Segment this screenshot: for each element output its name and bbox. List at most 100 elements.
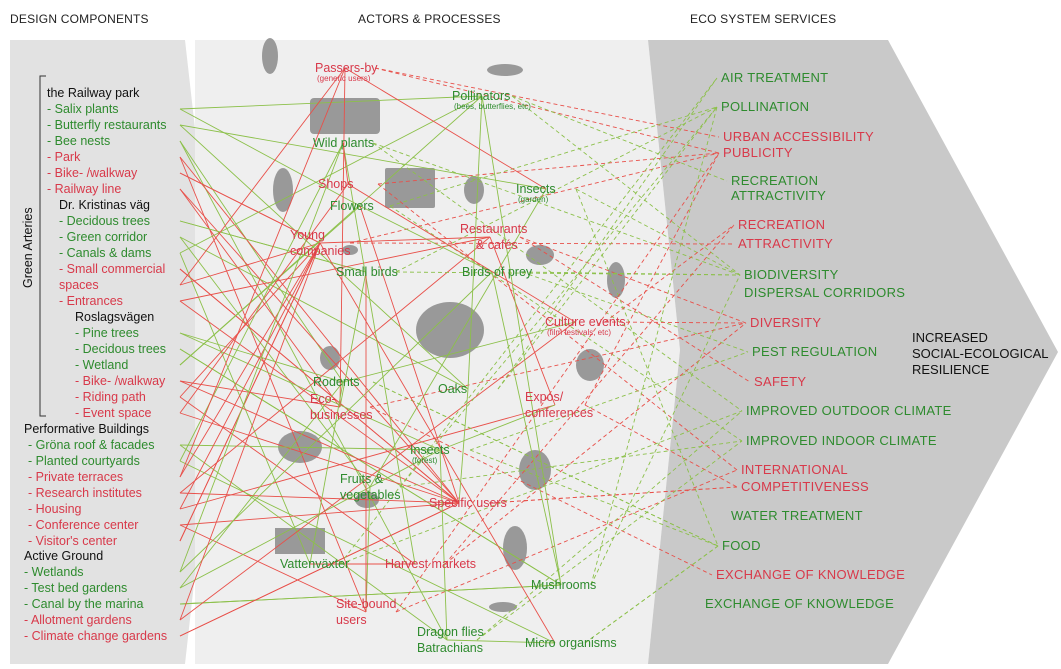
design-item: - Wetland: [75, 358, 129, 372]
design-item: - Visitor's center: [28, 534, 117, 548]
connection-line: [179, 188, 341, 408]
actor-label-insects_f: Insects: [410, 443, 450, 457]
connection-line: [575, 188, 719, 547]
actor-label-vattenvaxter: Vattenväxter: [280, 557, 350, 571]
design-item: - Bike- /walkway: [47, 166, 138, 180]
connection-line: [369, 322, 747, 408]
design-item: - Pine trees: [75, 326, 139, 340]
design-item: - Research institutes: [28, 486, 142, 500]
connection-line: [344, 67, 547, 190]
connection-line: [519, 236, 751, 383]
design-item: - Private terraces: [28, 470, 124, 484]
design-item: - Housing: [28, 502, 82, 516]
connection-line: [584, 404, 738, 488]
actor-label2-young: companies: [290, 244, 351, 258]
connection-line: [374, 67, 720, 154]
connection-line: [489, 236, 556, 406]
wildplants-silhouette: [310, 98, 380, 134]
design-item: - Gröna roof & facades: [28, 438, 155, 452]
connection-line: [179, 242, 321, 478]
connection-line: [179, 381, 344, 589]
design-item: - Riding path: [75, 390, 146, 404]
actor-label-fruits: Fruits &: [340, 472, 384, 486]
actor-label-oaks: Oaks: [438, 382, 468, 396]
actor-sub-insects_f: (forest): [412, 456, 438, 465]
connection-line: [365, 486, 371, 613]
actor-label2-dragon: Batrachians: [417, 641, 484, 655]
connection-line: [439, 404, 556, 451]
connection-line: [319, 236, 491, 244]
design-item: - Salix plants: [47, 102, 119, 116]
connection-line: [179, 236, 491, 494]
service-label: AIR TREATMENT: [721, 70, 829, 85]
design-item: - Decidous trees: [59, 214, 151, 228]
connection-line: [179, 321, 576, 621]
connection-line: [339, 271, 367, 408]
connection-line: [179, 67, 346, 286]
connection-line: [179, 242, 321, 542]
design-group-title: Performative Buildings: [24, 422, 150, 436]
services-arrow: [648, 40, 1058, 664]
connection-line: [179, 396, 416, 565]
connection-line: [590, 274, 741, 586]
design-group-title: the Railway park: [47, 86, 140, 100]
lizard-silhouette: [489, 602, 517, 612]
service-label: EXCHANGE OF KNOWLEDGE: [705, 596, 895, 611]
actor-label-wildplants: Wild plants: [313, 136, 375, 150]
service-label: IMPROVED OUTDOOR CLIMATE: [746, 403, 952, 418]
connection-line: [389, 106, 718, 207]
bird-flock-silhouette: [487, 64, 523, 76]
connection-line: [349, 152, 720, 244]
actor-sub-culture: (film festivals, etc): [547, 328, 612, 337]
service-label: EXCHANGE OF KNOWLEDGE: [716, 567, 906, 582]
connection-line: [399, 106, 718, 488]
service-label: ATTRACTIVITY: [731, 188, 827, 203]
connection-line: [521, 271, 741, 276]
connection-line: [604, 224, 735, 323]
design-panel: [10, 40, 220, 664]
connection-line: [347, 183, 576, 323]
connection-line: [511, 95, 728, 182]
people-silhouette: [519, 450, 551, 490]
design-item: - Green corridor: [59, 230, 148, 244]
connection-line: [374, 67, 720, 138]
green-arteries-label: Green Arteries: [21, 207, 35, 288]
design-item: - Small commercial: [59, 262, 166, 276]
connection-line: [339, 410, 743, 565]
connection-lines: [179, 67, 751, 644]
design-item: - Wetlands: [24, 565, 84, 579]
connection-line: [179, 242, 321, 621]
actor-label-harvest: Harvest markets: [385, 557, 476, 571]
service-label: DISPERSAL CORRIDORS: [744, 285, 906, 300]
actor-label-specific: Specific users: [429, 496, 507, 510]
actor-label-passers: Passers-by: [315, 61, 378, 75]
actor-label2-sitebound: users: [336, 613, 367, 627]
design-item: - Bee nests: [47, 134, 111, 148]
connection-line: [467, 95, 483, 390]
connection-line: [179, 252, 311, 565]
service-label: RECREATION: [738, 217, 826, 232]
connection-line: [369, 406, 713, 576]
connection-line: [377, 152, 720, 185]
actor-label-mushrooms: Mushrooms: [531, 578, 597, 592]
actor-label-flowers: Flowers: [330, 199, 374, 213]
header-services: ECO SYSTEM SERVICES: [690, 12, 837, 26]
person-silhouette: [273, 168, 293, 212]
design-group-title: Roslagsvägen: [75, 310, 155, 324]
actor-sub-insects_g: (garden): [518, 195, 549, 204]
connection-line: [372, 142, 743, 412]
actor-label-sitebound: Site-bound: [336, 597, 397, 611]
service-label: SAFETY: [754, 374, 807, 389]
design-item: - Canals & dams: [59, 246, 152, 260]
connection-line: [604, 321, 747, 324]
connection-line: [179, 404, 556, 510]
connection-line: [179, 242, 321, 398]
connection-line: [575, 188, 741, 276]
service-label: BIODIVERSITY: [744, 267, 839, 282]
actor-label-expos: Expos/: [525, 390, 564, 404]
connection-line: [521, 271, 749, 353]
connection-line: [395, 469, 738, 613]
design-item: - Test bed gardens: [24, 581, 128, 595]
service-label: URBAN ACCESSIBILITY: [723, 129, 874, 144]
connection-line: [179, 300, 460, 504]
